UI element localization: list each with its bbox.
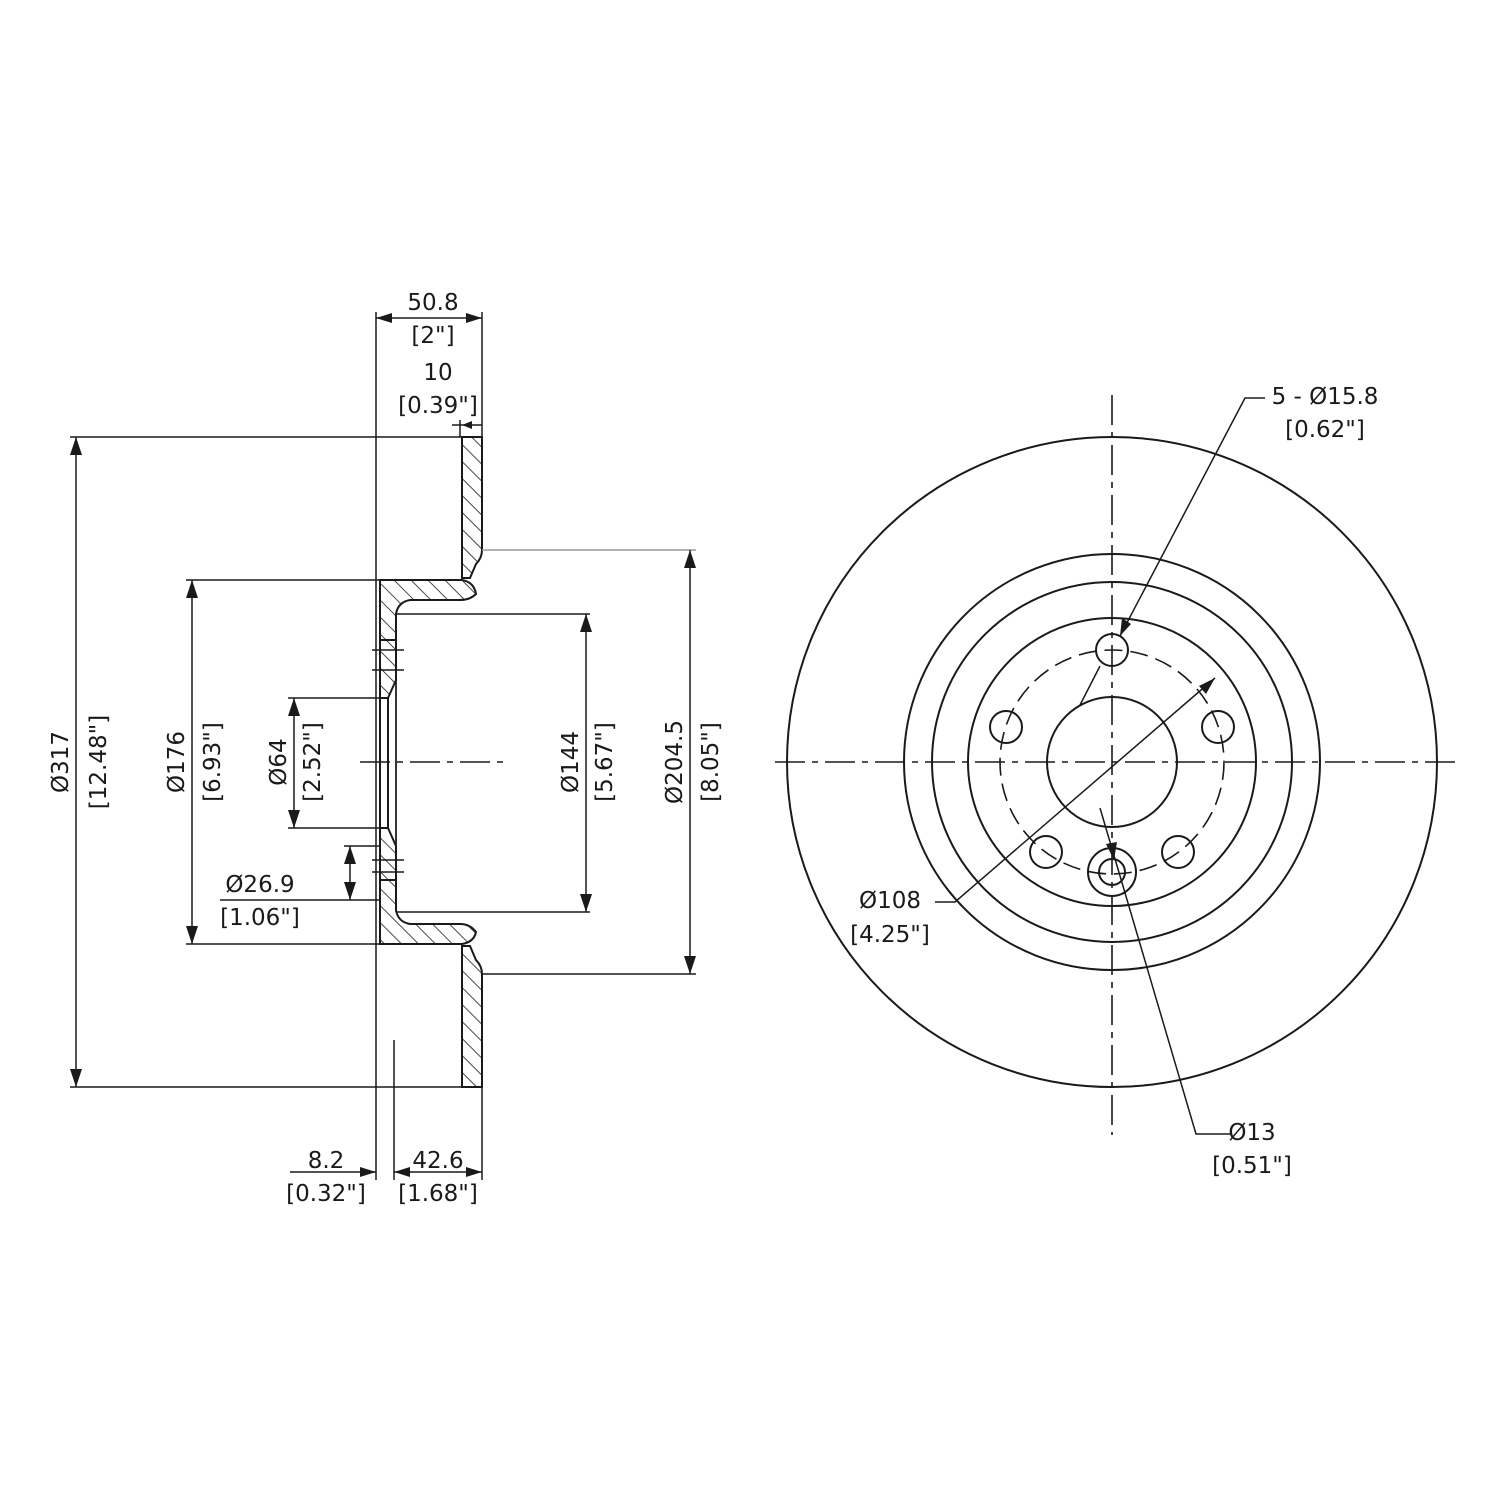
locator-hole-mm: Ø13	[1228, 1120, 1275, 1146]
bolt-hole	[1201, 710, 1235, 744]
hat-diameter-mm: Ø176	[164, 731, 190, 793]
locator-hole-in: [0.51"]	[1212, 1153, 1292, 1179]
bolt-holes-in: [0.62"]	[1285, 417, 1365, 443]
disc-thickness-mm: 10	[423, 360, 452, 386]
inner-friction-diameter-in: [8.05"]	[698, 722, 724, 802]
bolt-circle-mm: Ø108	[859, 888, 921, 914]
lower-hat-flange	[379, 879, 478, 945]
hub-offset-in: [0.32"]	[286, 1181, 366, 1207]
hub-section	[379, 639, 397, 699]
outer-diameter-mm: Ø317	[48, 731, 74, 793]
upper-friction-ring	[461, 436, 483, 579]
lower-friction-ring	[461, 945, 483, 1088]
bolt-hole	[989, 710, 1023, 744]
upper-hat-flange	[379, 579, 478, 641]
hub-offset-mm: 8.2	[308, 1148, 345, 1174]
center-bore-in: [2.52"]	[300, 722, 326, 802]
inner-hat-diameter-in: [5.67"]	[592, 722, 618, 802]
bolt-hole	[1029, 835, 1063, 869]
bolt-hole	[1161, 835, 1195, 869]
center-bore-mm: Ø64	[266, 738, 292, 785]
side-section-view: 50.8 [2"] 10 [0.39"] Ø317 [12.48"] Ø176 …	[48, 290, 724, 1207]
hat-depth-in: [1.68"]	[398, 1181, 478, 1207]
bolt-holes-mm: 5 - Ø15.8	[1272, 384, 1379, 410]
inner-friction-diameter-mm: Ø204.5	[662, 720, 688, 804]
bolt-circle-in: [4.25"]	[850, 922, 930, 948]
hat-depth-mm: 42.6	[412, 1148, 463, 1174]
stud-spacing-in: [1.06"]	[220, 905, 300, 931]
stud-spacing-mm: Ø26.9	[225, 872, 294, 898]
front-view: 5 - Ø15.8 [0.62"] Ø108 [4.25"] Ø13 [0.51…	[775, 384, 1455, 1179]
disc-thickness-in: [0.39"]	[398, 393, 478, 419]
width-total-in: [2"]	[411, 323, 454, 349]
outer-diameter-in: [12.48"]	[86, 715, 112, 809]
hat-diameter-in: [6.93"]	[200, 722, 226, 802]
inner-hat-diameter-mm: Ø144	[558, 731, 584, 793]
width-total-mm: 50.8	[407, 290, 458, 316]
